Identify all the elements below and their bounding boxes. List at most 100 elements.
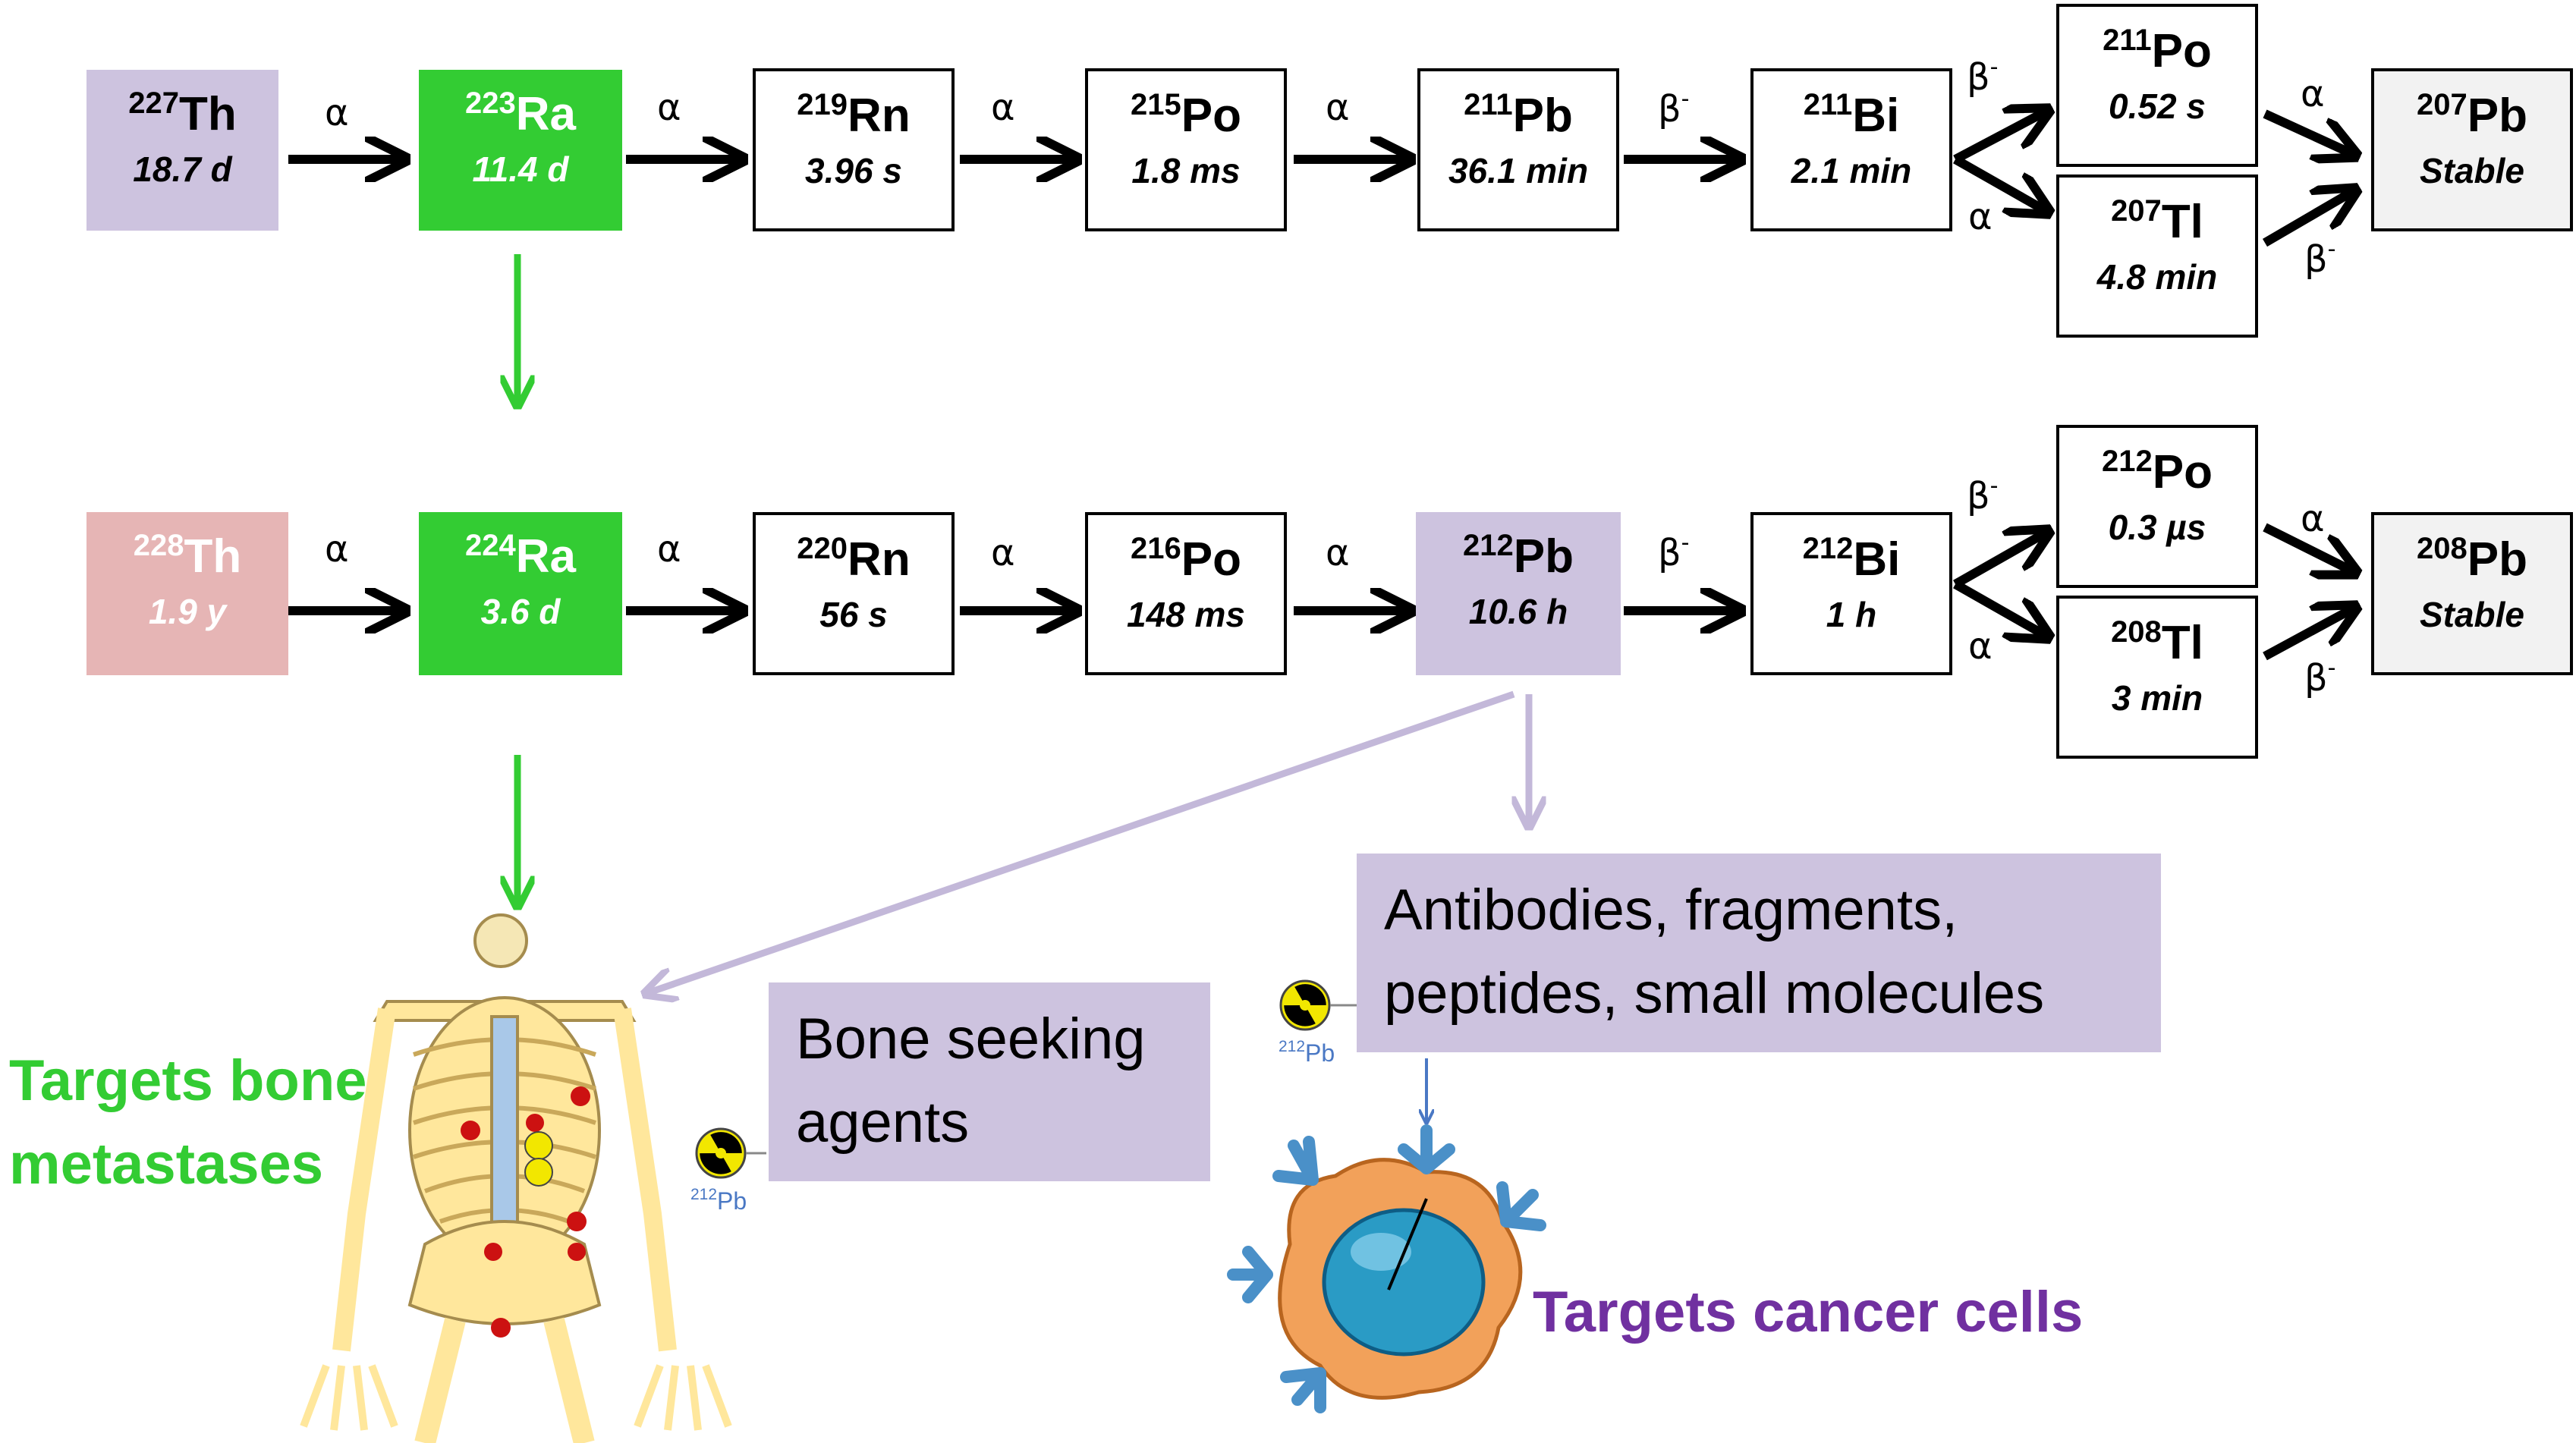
antibody-agent-line1: Antibodies, fragments, xyxy=(1384,878,1958,942)
nuclide-halflife: 0.3 µs xyxy=(2108,508,2206,547)
nuclide-halflife: Stable xyxy=(2419,595,2525,634)
pb212-tag: 212Pb xyxy=(690,1186,747,1215)
decay-label: β- xyxy=(1967,54,1999,99)
antibodies-box: Antibodies, fragments, peptides, small m… xyxy=(1357,854,2161,1052)
nuclide-halflife: 1.9 y xyxy=(148,592,227,631)
bone-target-line2: metastases xyxy=(9,1132,324,1197)
nuclide-box: 223Ra 11.4 d xyxy=(419,70,622,231)
nuclide-box: 216Po 148 ms xyxy=(1085,512,1287,675)
radiation-icon xyxy=(1279,979,1358,1031)
skeleton-illustration xyxy=(300,913,732,1443)
nuclide-halflife: 2.1 min xyxy=(1791,151,1912,190)
decay-label: α xyxy=(2301,498,2325,540)
nuclide-symbol: 228Th xyxy=(133,529,242,583)
nuclide-box: 211Po 0.52 s xyxy=(2056,4,2258,167)
cancer-cell-illustration xyxy=(1227,1124,1546,1413)
nuclide-halflife: 3 min xyxy=(2111,678,2203,718)
bone-agent-line1: Bone seeking xyxy=(796,1007,1146,1071)
nuclide-symbol: 212Pb xyxy=(1463,529,1574,583)
radiation-icon xyxy=(524,1131,553,1187)
decay-label: α xyxy=(325,528,349,571)
nuclide-box: 211Pb 36.1 min xyxy=(1417,68,1619,231)
nuclide-box: 208Pb Stable xyxy=(2371,512,2573,675)
nuclide-box: 212Po 0.3 µs xyxy=(2056,425,2258,588)
nuclide-symbol: 207Pb xyxy=(2417,88,2527,142)
decay-label: α xyxy=(1326,86,1350,129)
nuclide-box: 212Pb 10.6 h xyxy=(1416,512,1621,675)
nuclide-halflife: 56 s xyxy=(819,595,888,634)
nuclide-box: 227Th 18.7 d xyxy=(86,70,278,231)
metastasis-dots xyxy=(461,1086,590,1338)
nuclide-halflife: 148 ms xyxy=(1126,595,1245,634)
decay-label: β- xyxy=(2304,655,2336,699)
nuclide-symbol: 212Po xyxy=(2102,445,2213,498)
nuclide-symbol: 208Pb xyxy=(2417,532,2527,586)
decay-label: α xyxy=(991,86,1015,129)
decay-label: α xyxy=(1968,196,1993,238)
nuclide-symbol: 212Bi xyxy=(1802,532,1901,586)
decay-arrow xyxy=(2263,109,2356,156)
cancer-target-text: Targets cancer cells xyxy=(1533,1280,2084,1344)
nuclide-box: 215Po 1.8 ms xyxy=(1085,68,1287,231)
nuclide-box: 207Pb Stable xyxy=(2371,68,2573,231)
decay-arrow xyxy=(2262,190,2356,247)
decay-arrow xyxy=(1953,531,2049,589)
pb212-tag: 212Pb xyxy=(1279,1038,1335,1067)
nuclide-halflife: 18.7 d xyxy=(133,149,232,189)
nuclide-symbol: 211Pb xyxy=(1464,88,1573,142)
nuclide-box: 212Bi 1 h xyxy=(1750,512,1952,675)
decay-arrow xyxy=(1953,580,2049,637)
bone-seeking-agents-box: Bone seeking agents xyxy=(769,982,1210,1181)
decay-arrow xyxy=(1953,155,2049,212)
nuclide-symbol: 220Rn xyxy=(797,532,911,586)
decay-arrow xyxy=(2263,523,2356,573)
nuclide-symbol: 211Bi xyxy=(1803,88,1900,142)
decay-label: α xyxy=(1326,532,1350,574)
bone-target-text: Targets bone metastases xyxy=(9,1039,367,1206)
nuclide-symbol: 219Rn xyxy=(797,88,911,142)
nuclide-halflife: 3.96 s xyxy=(805,151,902,190)
nuclide-symbol: 223Ra xyxy=(464,86,576,140)
nuclide-symbol: 224Ra xyxy=(464,529,576,583)
nuclide-box: 224Ra 3.6 d xyxy=(419,512,622,675)
nuclide-box: 219Rn 3.96 s xyxy=(753,68,955,231)
nuclide-symbol: 216Po xyxy=(1131,532,1241,586)
nuclide-box: 208Tl 3 min xyxy=(2056,596,2258,759)
nuclide-halflife: 4.8 min xyxy=(2096,257,2218,297)
nuclide-halflife: 10.6 h xyxy=(1468,592,1568,631)
decay-arrow xyxy=(1953,110,2049,164)
nuclide-halflife: 1.8 ms xyxy=(1131,151,1241,190)
nuclide-symbol: 211Po xyxy=(2103,24,2212,77)
nuclide-box: 228Th 1.9 y xyxy=(86,512,288,675)
decay-label: α xyxy=(991,532,1015,574)
bone-target-line1: Targets bone xyxy=(9,1048,367,1113)
nuclide-halflife: 36.1 min xyxy=(1448,151,1589,190)
lavender-arrow-to-skeleton xyxy=(645,690,1515,994)
nuclide-symbol: 208Tl xyxy=(2111,615,2203,669)
nuclide-box: 220Rn 56 s xyxy=(753,512,955,675)
decay-arrow xyxy=(2263,607,2356,661)
nuclide-symbol: 227Th xyxy=(128,86,237,140)
decay-label: α xyxy=(657,86,681,129)
nuclide-box: 211Bi 2.1 min xyxy=(1750,68,1952,231)
nuclide-halflife: 1 h xyxy=(1826,595,1877,634)
decay-label: α xyxy=(657,528,681,571)
decay-label: β- xyxy=(1658,86,1690,130)
decay-label: β- xyxy=(1967,473,1999,517)
nuclide-box: 207Tl 4.8 min xyxy=(2056,174,2258,338)
decay-label: α xyxy=(325,92,349,134)
decay-label: α xyxy=(2301,73,2325,115)
nuclide-symbol: 215Po xyxy=(1131,88,1241,142)
decay-label: β- xyxy=(2304,236,2336,281)
decay-label: α xyxy=(1968,625,1993,668)
nuclide-symbol: 207Tl xyxy=(2111,194,2203,248)
decay-label: β- xyxy=(1658,530,1690,574)
radiation-icon xyxy=(695,1127,766,1179)
bone-agent-line2: agents xyxy=(796,1090,970,1155)
antibody-agent-line2: peptides, small molecules xyxy=(1384,961,2045,1026)
nuclide-halflife: Stable xyxy=(2419,151,2525,190)
nuclide-halflife: 3.6 d xyxy=(480,592,561,631)
nuclide-halflife: 0.52 s xyxy=(2109,86,2206,126)
